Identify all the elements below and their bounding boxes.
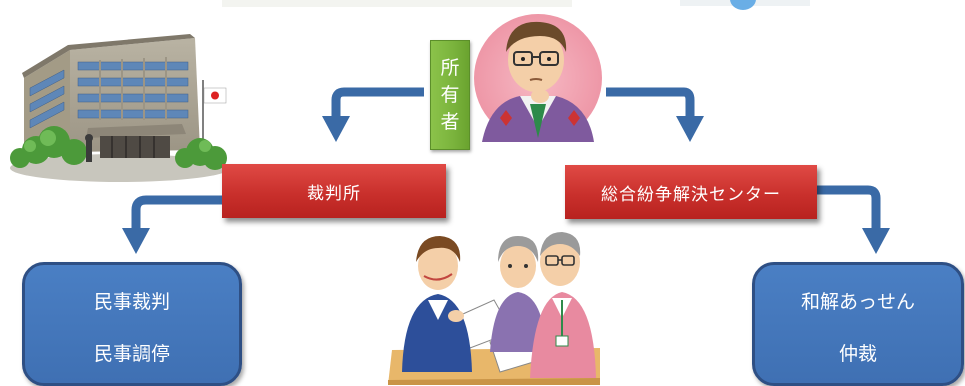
arrow-head-settle <box>862 228 890 254</box>
dispute-center-box-label: 総合紛争解決センター <box>601 184 781 205</box>
meeting-people-illustration <box>388 232 600 385</box>
civil-procedures-box: 民事裁判 民事調停 <box>22 262 242 386</box>
court-box: 裁判所 <box>222 164 446 218</box>
dispute-center-box: 総合紛争解決センター <box>565 165 817 219</box>
civil-mediation-label: 民事調停 <box>93 343 170 365</box>
court-building-illustration <box>10 34 230 182</box>
owner-label-char: 有 <box>440 83 460 106</box>
court-box-label: 裁判所 <box>307 183 361 204</box>
arbitration-label: 仲裁 <box>838 343 877 365</box>
arrow-center-to-settle <box>817 185 881 230</box>
arrow-owner-to-center <box>606 87 695 118</box>
civil-trial-label: 民事裁判 <box>93 291 170 313</box>
arrow-head-civil <box>122 228 150 254</box>
top-decoration-blob <box>730 0 756 10</box>
owner-man-illustration <box>474 14 602 142</box>
arrow-owner-to-court <box>331 87 424 118</box>
arrow-court-to-civil <box>131 195 222 230</box>
arrow-head-court <box>322 116 350 142</box>
settlement-procedures-box: 和解あっせん 仲裁 <box>752 262 964 386</box>
owner-label: 所 有 者 <box>430 40 470 150</box>
owner-label-char: 所 <box>440 56 460 79</box>
arrow-head-center <box>676 116 704 142</box>
top-decoration-strip <box>222 0 572 7</box>
owner-label-char: 者 <box>440 110 460 133</box>
settlement-mediation-label: 和解あっせん <box>800 291 915 313</box>
